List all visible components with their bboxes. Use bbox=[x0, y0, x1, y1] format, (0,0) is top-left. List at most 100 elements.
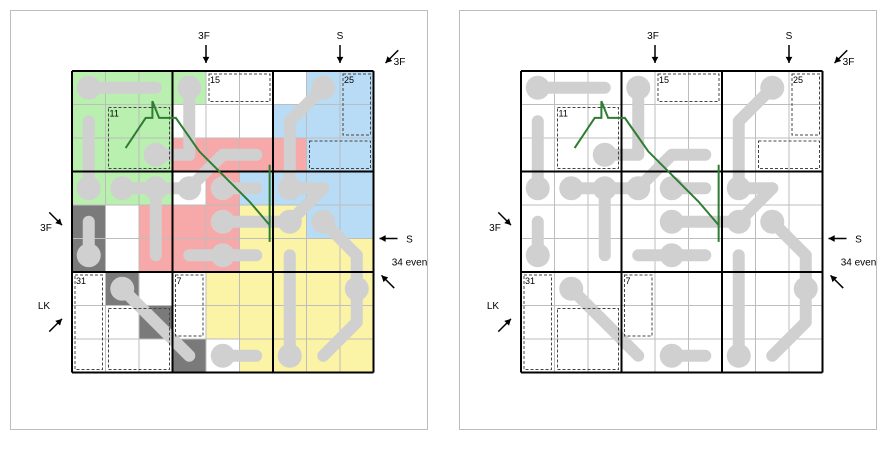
killer-cage: 11 bbox=[557, 107, 619, 169]
arrow-label: 3F bbox=[489, 223, 501, 234]
thermo-bulb bbox=[344, 276, 369, 301]
killer-cage: 7 bbox=[175, 274, 204, 337]
killer-cage: 31 bbox=[523, 274, 552, 370]
thermo-bulb bbox=[592, 142, 617, 167]
cage-sum-label: 11 bbox=[559, 109, 568, 119]
thermo-bulb bbox=[726, 343, 751, 368]
thermometer bbox=[632, 243, 712, 268]
thermo-bulb bbox=[277, 176, 302, 201]
thermo-bulb bbox=[177, 176, 202, 201]
cage-outline bbox=[758, 140, 820, 169]
outside-clue-arrow: S bbox=[379, 235, 413, 246]
thermo-bulb bbox=[277, 209, 302, 234]
outside-clue-arrow: LK bbox=[38, 301, 63, 333]
cage-outline bbox=[557, 308, 619, 370]
killer-cage: 31 bbox=[74, 274, 103, 370]
thermometer bbox=[626, 75, 651, 161]
region-cell bbox=[340, 71, 374, 105]
cage-outline bbox=[309, 140, 371, 169]
arrow-head bbox=[834, 56, 842, 63]
outside-clue-arrow: 3F bbox=[384, 49, 406, 68]
thermometer bbox=[525, 115, 550, 201]
thermo-stem bbox=[183, 148, 263, 195]
arrow-label: S bbox=[786, 31, 793, 42]
thermometer bbox=[76, 75, 162, 100]
region-cell bbox=[306, 305, 340, 339]
killer-cage: 11 bbox=[108, 107, 170, 169]
green-path-line bbox=[573, 100, 720, 242]
cage-sum-label: 25 bbox=[344, 75, 354, 85]
cage-sum-label: 25 bbox=[793, 75, 803, 85]
thermo-bulb bbox=[311, 209, 336, 234]
cage-outline bbox=[523, 274, 552, 370]
cage-sum-label: 15 bbox=[210, 75, 220, 85]
cage-outline bbox=[74, 274, 103, 370]
arrow-label: 3F bbox=[843, 57, 855, 68]
cage-outline bbox=[657, 73, 720, 102]
outside-clue-arrow: 3F bbox=[833, 49, 855, 68]
thermometer bbox=[592, 176, 617, 262]
thermometer bbox=[76, 115, 101, 201]
outside-clue-arrow: 3F bbox=[647, 31, 659, 63]
region-cell bbox=[172, 205, 206, 239]
thermo-bulb bbox=[210, 209, 235, 234]
green-path-line bbox=[124, 100, 271, 242]
region-cell bbox=[340, 339, 374, 373]
thermometer bbox=[183, 243, 263, 268]
thermo-bulb bbox=[525, 176, 550, 201]
arrow-head bbox=[785, 56, 793, 63]
cage-outline bbox=[624, 274, 653, 337]
thermo-bulb bbox=[277, 343, 302, 368]
thermo-bulb bbox=[726, 209, 751, 234]
thermometer bbox=[525, 75, 611, 100]
outside-clue-arrow: 34 even bbox=[829, 257, 877, 289]
thermo-bulb bbox=[525, 75, 550, 100]
thermo-bulb bbox=[626, 176, 651, 201]
arrow-label: 34 even bbox=[841, 257, 877, 268]
cage-outline bbox=[108, 308, 170, 370]
thermometer bbox=[592, 142, 645, 167]
region-cell bbox=[306, 104, 340, 138]
region-cell bbox=[306, 238, 340, 272]
thermometer bbox=[76, 215, 101, 268]
thermo-bulb bbox=[210, 243, 235, 268]
thermo-bulb bbox=[76, 176, 101, 201]
arrow-label: 3F bbox=[40, 223, 52, 234]
arrow-head bbox=[55, 318, 62, 326]
outside-clue-arrow: S bbox=[785, 31, 793, 63]
cage-outline bbox=[342, 73, 371, 136]
thermo-bulb bbox=[626, 75, 651, 100]
cage-outline bbox=[557, 107, 619, 169]
arrow-head bbox=[651, 56, 659, 63]
thermo-bulb bbox=[177, 75, 202, 100]
thermometer bbox=[177, 148, 263, 201]
thermometer bbox=[311, 209, 363, 262]
killer-cage: 7 bbox=[624, 274, 653, 337]
thermometer bbox=[726, 182, 779, 234]
region-cell bbox=[105, 104, 139, 138]
cage-sum-label: 7 bbox=[177, 276, 182, 286]
thermo-bulb bbox=[110, 276, 135, 301]
thermo-bulb bbox=[110, 176, 135, 201]
arrow-label: 3F bbox=[394, 57, 406, 68]
cage-sum-label: 15 bbox=[659, 75, 669, 85]
outside-clue-arrow: 3F bbox=[489, 211, 512, 234]
killer-cage bbox=[758, 140, 820, 169]
thermometer bbox=[110, 276, 196, 362]
region-cell bbox=[206, 272, 240, 306]
thermo-bulb bbox=[793, 276, 818, 301]
thermo-stem bbox=[116, 282, 196, 362]
thermo-bulb bbox=[760, 209, 785, 234]
thermo-bulb bbox=[726, 176, 751, 201]
cage-sum-label: 11 bbox=[110, 109, 119, 119]
thermo-stem bbox=[632, 148, 712, 195]
thermo-bulb bbox=[592, 176, 617, 201]
thermo-bulb bbox=[311, 75, 336, 100]
thermo-bulb bbox=[659, 243, 684, 268]
cage-outline bbox=[208, 73, 271, 102]
thermometer bbox=[525, 215, 550, 268]
arrow-head bbox=[202, 56, 210, 63]
